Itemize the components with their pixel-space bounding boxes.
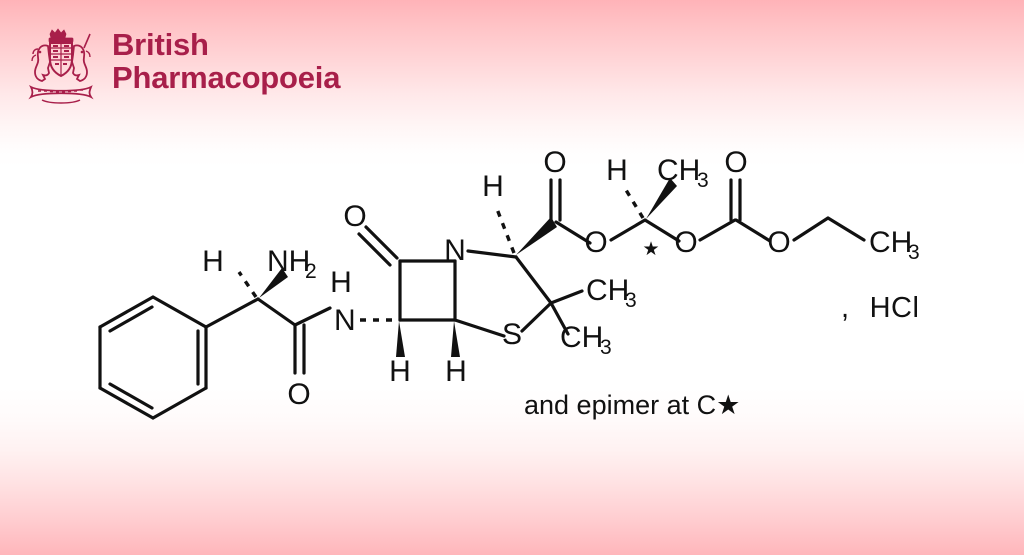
side-methyl-label: CH xyxy=(657,154,700,187)
carbonate-o-right-label: O xyxy=(767,226,790,259)
beta-lactam-ring xyxy=(357,225,457,322)
royal-coat-of-arms-icon xyxy=(28,28,94,104)
ring-h2-label: H xyxy=(445,355,467,388)
benzylic-stereocenter xyxy=(204,268,297,329)
salt-comma: , xyxy=(841,292,850,324)
methyl-a-label: CH xyxy=(586,274,629,307)
thiazolidine-ring xyxy=(453,249,553,338)
methyl-b-label: CH xyxy=(560,321,603,354)
carbonate-o-double-label: O xyxy=(724,146,747,179)
amine-label: NH xyxy=(267,245,310,278)
gem-dimethyl xyxy=(549,289,584,336)
ring-h1-label: H xyxy=(389,355,411,388)
lactam-o-label: O xyxy=(343,200,366,233)
side-h-label: H xyxy=(606,154,628,187)
amide-h-label: H xyxy=(330,266,352,299)
carbonate-group xyxy=(698,178,772,243)
c6-h-wedge xyxy=(396,321,405,357)
phenyl-ring xyxy=(98,295,208,420)
amide-carbonyl xyxy=(293,306,332,375)
ring-n-label: N xyxy=(444,234,466,267)
brand-wordmark: British Pharmacopoeia xyxy=(112,28,340,95)
methyl-a-subscript: 3 xyxy=(625,289,637,312)
amide-n-label: N xyxy=(334,304,356,337)
side-chain-stereocenter xyxy=(609,178,681,243)
methyl-b-subscript: 3 xyxy=(600,336,612,359)
side-methyl-subscript: 3 xyxy=(697,169,709,192)
stereocenter-star-marker: ★ xyxy=(642,239,659,260)
salt-annotation: , HCl xyxy=(841,292,919,325)
c3-ester-center xyxy=(495,208,557,255)
ethyl-methyl-subscript: 3 xyxy=(908,241,920,264)
ethyl-methyl-label: CH xyxy=(869,226,912,259)
epimer-caption: and epimer at C★ xyxy=(524,390,741,420)
ester-carbonyl xyxy=(549,178,592,245)
brand-logo: British Pharmacopoeia xyxy=(22,24,340,106)
c3-h-label: H xyxy=(482,170,504,203)
brand-line-2: Pharmacopoeia xyxy=(112,60,341,96)
sulfur-label: S xyxy=(502,318,522,351)
ethyl-group xyxy=(792,216,866,242)
salt-label: HCl xyxy=(869,292,920,324)
phenyl-h-label: H xyxy=(202,245,224,278)
ester-carbonyl-o-label: O xyxy=(543,146,566,179)
amine-subscript: 2 xyxy=(305,260,317,283)
amide-o-label: O xyxy=(287,378,310,411)
ester-o-label: O xyxy=(584,226,607,259)
carbonate-o-left-label: O xyxy=(674,226,697,259)
brand-line-1: British xyxy=(112,27,209,62)
c5-h-wedge xyxy=(451,321,460,357)
